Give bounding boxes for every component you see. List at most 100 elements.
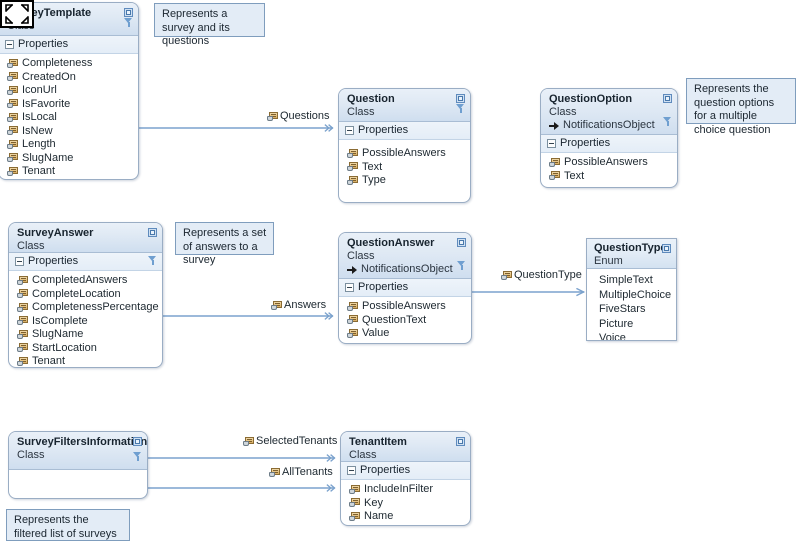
property-icon (7, 126, 18, 136)
property-icon (7, 112, 18, 123)
member-row[interactable]: Value (347, 327, 465, 341)
member-row[interactable]: CompletenessPercentage (17, 301, 159, 315)
expand-fullscreen-button[interactable] (0, 0, 34, 28)
member-row[interactable]: Tenant (17, 355, 156, 367)
collapse-icon[interactable] (148, 228, 157, 237)
member-row[interactable]: Length (7, 138, 132, 152)
filter-icon[interactable] (456, 100, 465, 118)
member-row[interactable]: IconUrl (7, 84, 132, 98)
class-shape-survey-filters-information[interactable]: SurveyFiltersInformation Class (8, 431, 148, 499)
compartment-header-properties[interactable]: Properties (0, 36, 138, 54)
class-shape-question-answer[interactable]: QuestionAnswer Class NotificationsObject… (338, 232, 472, 344)
collapse-expander-icon[interactable] (15, 257, 24, 266)
member-row[interactable]: IncludeInFilter (349, 483, 464, 497)
collapse-expander-icon[interactable] (345, 126, 354, 135)
member-label: StartLocation (32, 341, 97, 354)
class-name: SurveyFiltersInformation (17, 436, 148, 448)
member-list: IncludeInFilter Key Name (341, 480, 470, 525)
member-row[interactable]: Picture (599, 317, 670, 332)
member-row[interactable]: CompleteLocation (17, 288, 156, 302)
collapse-expander-icon[interactable] (547, 139, 556, 148)
note-survey-answer[interactable]: Represents a set of answers to a survey (175, 222, 274, 266)
inheritance-arrow-icon (549, 121, 560, 130)
member-row[interactable]: MultipleChoice (599, 288, 671, 303)
class-shape-question[interactable]: Question Class Properties PossibleAnswer… (338, 88, 471, 203)
connector-label-question-type[interactable]: QuestionType (500, 269, 583, 282)
compartment-header-properties[interactable]: Properties (339, 122, 470, 140)
enum-shape-question-type[interactable]: QuestionType Enum SimpleText MultipleCho… (586, 238, 677, 341)
member-row[interactable]: Key (349, 497, 464, 511)
enum-name: QuestionType (594, 242, 667, 254)
member-row[interactable]: CompletedAnswers (17, 274, 156, 288)
member-label: CompletenessPercentage (32, 301, 159, 313)
connector-label-questions[interactable]: Questions (266, 110, 331, 123)
member-label: IsComplete (32, 314, 88, 327)
member-row[interactable]: StartLocation (17, 342, 156, 356)
connector-label-text: AllTenants (282, 466, 333, 478)
collapse-expander-icon[interactable] (5, 40, 14, 49)
class-kind: Class (347, 250, 375, 262)
member-list: PossibleAnswers QuestionText Value (339, 297, 471, 343)
member-row[interactable]: Voice (599, 331, 670, 340)
compartment-header-properties[interactable]: Properties (339, 279, 471, 297)
property-icon (17, 316, 28, 326)
connector-label-all-tenants[interactable]: AllTenants (268, 466, 334, 479)
collapse-icon[interactable] (457, 238, 466, 247)
collapse-icon[interactable] (456, 437, 465, 446)
connector-label-answers[interactable]: Answers (270, 299, 328, 312)
note-text: Represents a survey and its questions (162, 8, 230, 47)
member-row[interactable]: SimpleText (599, 273, 670, 288)
filter-icon[interactable] (457, 257, 466, 275)
collapse-icon[interactable] (663, 94, 672, 103)
collapse-expander-icon[interactable] (347, 466, 356, 475)
member-row[interactable]: IsFavorite (7, 98, 132, 112)
property-icon (347, 175, 358, 186)
collapse-expander-icon[interactable] (345, 283, 354, 292)
member-row[interactable]: IsComplete (17, 315, 156, 329)
member-row[interactable]: Tenant (7, 165, 132, 179)
member-row[interactable]: PossibleAnswers (347, 300, 465, 314)
connector-label-text: QuestionType (514, 269, 582, 281)
member-row[interactable]: Title (7, 179, 132, 180)
member-label: PossibleAnswers (362, 300, 446, 312)
member-row[interactable]: Name (349, 510, 464, 524)
base-class-row: NotificationsObject (347, 263, 453, 276)
filter-icon[interactable] (148, 256, 157, 269)
compartment-header-properties[interactable]: Properties (341, 462, 470, 480)
collapse-icon[interactable] (456, 94, 465, 103)
compartment-header-properties[interactable]: Properties (541, 135, 677, 153)
compartment-header-properties[interactable]: Properties (9, 253, 162, 271)
member-row[interactable]: IsNew (7, 125, 132, 139)
member-row[interactable]: PossibleAnswers (549, 156, 671, 170)
member-row[interactable]: Completeness (7, 57, 132, 71)
collapse-icon[interactable] (662, 244, 671, 253)
member-row[interactable]: SlugName (17, 328, 156, 342)
compartment-label: Properties (18, 38, 69, 50)
collapse-icon[interactable] (133, 437, 142, 446)
class-shape-survey-template[interactable]: SurveyTemplate Class Properties Complete… (0, 2, 139, 180)
connector-label-selected-tenants[interactable]: SelectedTenants (242, 435, 339, 448)
note-survey-filters[interactable]: Represents the filtered list of surveys (6, 509, 130, 541)
filter-icon[interactable] (124, 14, 133, 32)
note-survey-template[interactable]: Represents a survey and its questions (154, 3, 265, 47)
member-row[interactable]: Text (347, 161, 464, 175)
member-row[interactable]: SlugName (7, 152, 132, 166)
member-row[interactable]: Type (347, 174, 464, 188)
member-row[interactable]: QuestionText (347, 314, 465, 328)
member-row[interactable]: PossibleAnswers (347, 147, 464, 161)
note-question-option[interactable]: Represents the question options for a mu… (686, 78, 796, 136)
filter-icon[interactable] (133, 448, 142, 466)
member-list: Completeness CreatedOn IconUrl IsFavorit… (0, 54, 138, 180)
member-row[interactable]: CreatedOn (7, 71, 132, 85)
class-name: Question (347, 93, 395, 105)
class-shape-question-option[interactable]: QuestionOption Class NotificationsObject… (540, 88, 678, 188)
member-row[interactable]: Text (549, 170, 671, 184)
class-shape-tenant-item[interactable]: TenantItem Class Properties IncludeInFil… (340, 431, 471, 526)
member-row[interactable]: IsLocal (7, 111, 132, 125)
member-row[interactable]: FiveStars (599, 302, 670, 317)
class-shape-survey-answer[interactable]: SurveyAnswer Class Properties CompletedA… (8, 222, 163, 368)
note-text: Represents the filtered list of surveys (14, 514, 117, 540)
filter-icon[interactable] (663, 113, 672, 131)
collapse-icon[interactable] (124, 8, 133, 17)
class-name: SurveyAnswer (17, 227, 94, 239)
